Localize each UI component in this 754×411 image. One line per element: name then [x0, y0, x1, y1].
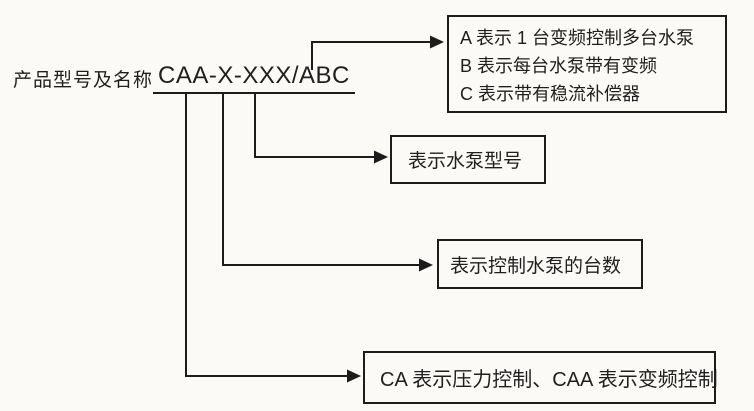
product-label: 产品型号及名称 — [13, 70, 154, 91]
abc-legend-box: A 表示 1 台变频控制多台水泵 B 表示每台水泵带有变频 C 表示带有稳流补偿… — [447, 15, 727, 113]
abc-legend-line-a: A 表示 1 台变频控制多台水泵 — [460, 28, 695, 48]
arrowhead-pump-count — [419, 258, 433, 272]
pump-count-box: 表示控制水泵的台数 — [437, 239, 643, 289]
pump-model-box: 表示水泵型号 — [390, 135, 546, 184]
arrowhead-abc — [430, 35, 444, 49]
connector-pump-model — [254, 94, 374, 158]
model-code: CAA-X-XXX/ABC — [153, 62, 355, 94]
arrowhead-pump-model — [374, 150, 388, 164]
abc-legend-line-b: B 表示每台水泵带有变频 — [460, 56, 658, 76]
abc-legend-line-c: C 表示带有稳流补偿器 — [460, 84, 640, 104]
control-type-box: CA 表示压力控制、CAA 表示变频控制 — [363, 351, 718, 404]
connector-control-type — [185, 94, 347, 377]
arrowhead-control-type — [347, 369, 361, 383]
